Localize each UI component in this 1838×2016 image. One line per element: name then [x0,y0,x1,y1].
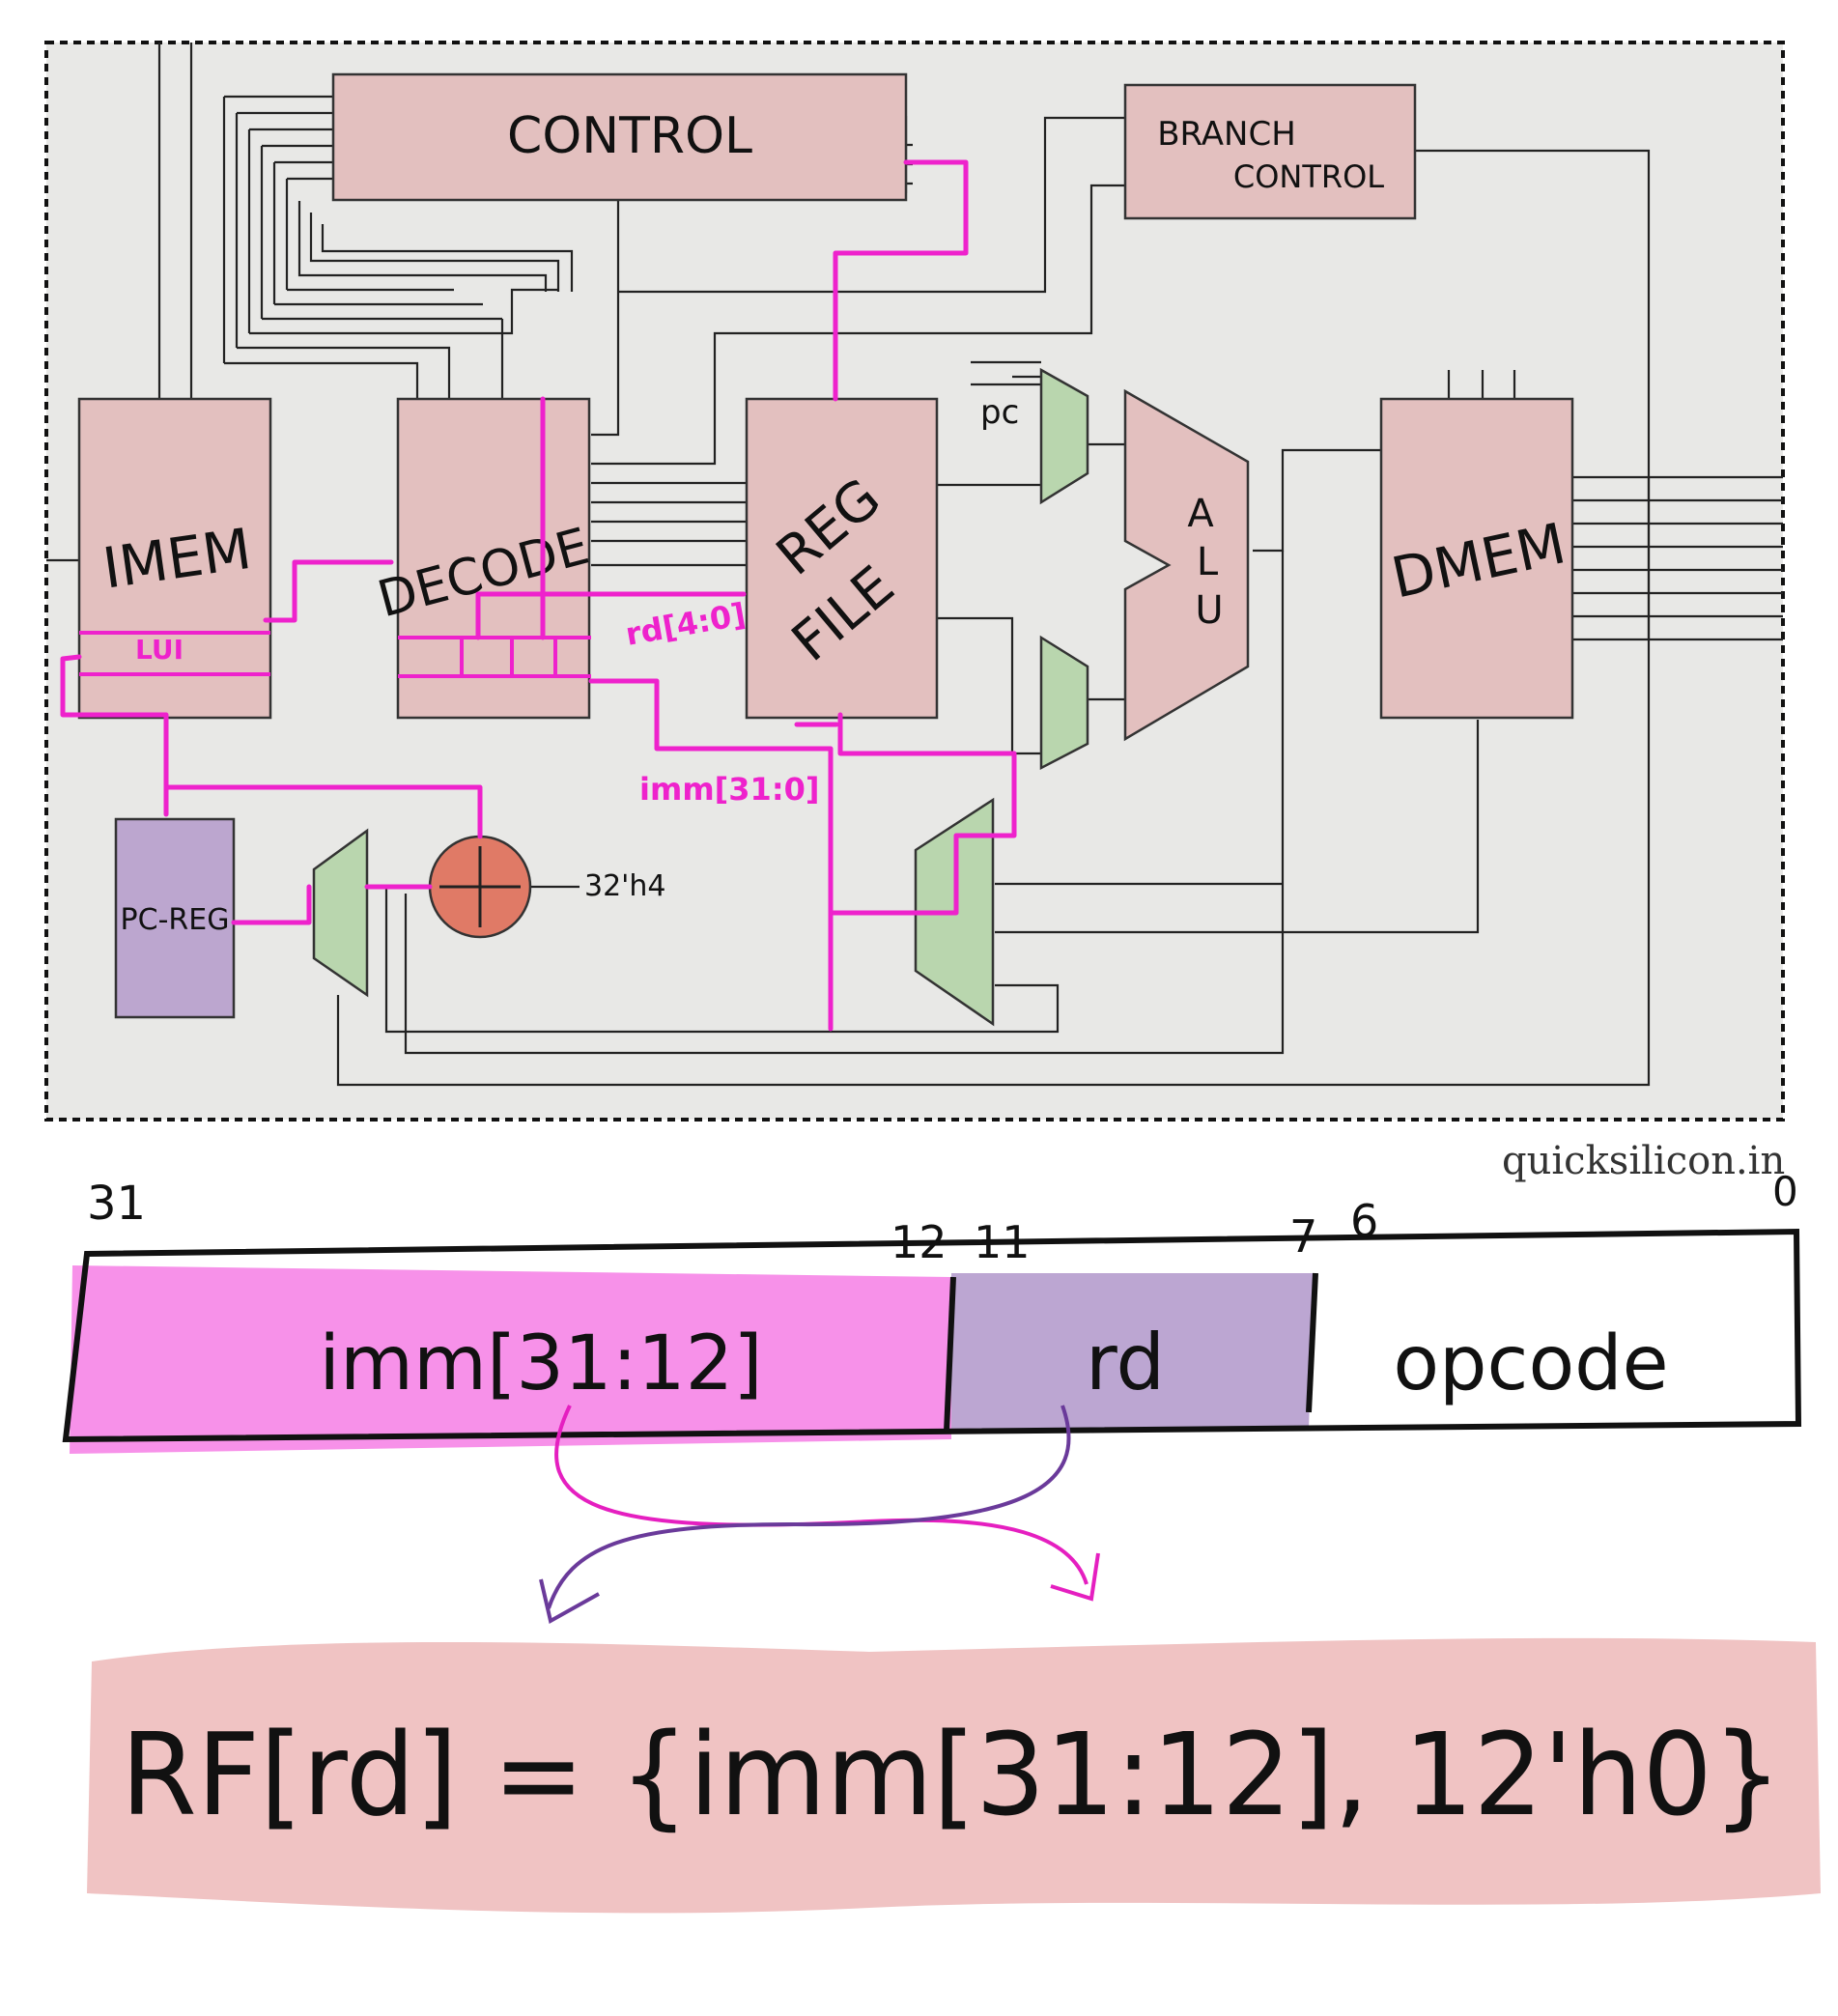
alu-label-u: U [1195,588,1223,633]
pc-next-mux [312,828,369,998]
equation-text: RF[rd] = {imm[31:12], 12'h0} [121,1708,1782,1841]
bit-6-label: 6 [1350,1195,1378,1247]
alu-input-b-mux [1039,635,1089,771]
reg-file-block: REG FILE [745,397,939,720]
branch-control-block: BRANCH CONTROL [1123,83,1417,220]
rd-field [951,1273,1314,1432]
bit-11-label: 11 [974,1216,1031,1268]
equation-highlight [87,1637,1821,1914]
watermark: quicksilicon.in [1502,1139,1785,1183]
bit-31-label: 31 [87,1177,146,1231]
alu-block: A L U [1123,388,1250,742]
alu-label-a: A [1187,492,1214,536]
encoding-divider-2 [1306,1272,1318,1413]
pc-reg-block: PC-REG [114,817,236,1019]
encoding-outline [62,1228,1802,1443]
alu-input-a-mux [1039,367,1089,505]
rd-field-label: rd [1086,1318,1165,1407]
control-block: CONTROL [331,72,908,202]
pc-reg-label: PC-REG [121,903,230,937]
imem-block: IMEM LUI [77,397,272,720]
encoding-divider-1 [944,1276,956,1433]
const-4-label: 32'h4 [584,869,666,903]
control-wiring [46,43,1783,1087]
imm-field [70,1265,951,1454]
pc-adder [428,835,532,939]
pc-signal-label: pc [980,393,1019,432]
lui-label: LUI [135,634,184,666]
bit-0-label: 0 [1772,1168,1798,1215]
branch-control-label-2: CONTROL [1233,158,1384,195]
bit-7-label: 7 [1289,1210,1317,1263]
imm-arrow-head [1050,1552,1100,1602]
decode-block: DECODE [372,397,595,720]
imm-field-label: imm[31:12] [319,1320,762,1407]
branch-control-label-1: BRANCH [1157,115,1296,154]
instruction-encoding: 31 12 11 7 6 0 imm[31:12] rd opcode [62,1168,1802,1625]
imm-signal-label: imm[31:0] [639,771,820,808]
result-equation: RF[rd] = {imm[31:12], 12'h0} [87,1637,1821,1914]
lui-highlight-path [60,159,1017,1032]
rd-arrow-head [539,1578,600,1625]
opcode-field-label: opcode [1393,1320,1668,1407]
rd-to-result-arrow [547,1405,1071,1609]
alu-label-l: L [1197,540,1219,584]
dmem-block: DMEM [1379,397,1574,720]
decode-field-grid [398,636,591,678]
control-label: CONTROL [507,107,752,165]
bit-12-label: 12 [891,1216,947,1268]
